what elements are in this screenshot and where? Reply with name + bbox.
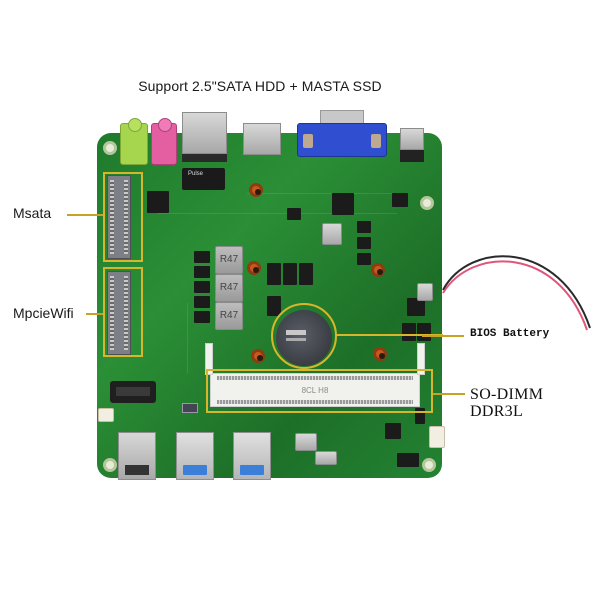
vga-screw — [303, 134, 313, 148]
mosfet — [194, 296, 210, 308]
power-header — [429, 426, 445, 448]
mosfet — [194, 266, 210, 278]
battery-leader — [422, 335, 464, 337]
mpcie-leader — [86, 313, 103, 315]
inductor-small — [417, 283, 433, 301]
mosfet — [267, 296, 281, 316]
fan-header — [98, 408, 114, 422]
ic-chip — [407, 298, 425, 316]
inductor-small — [322, 223, 342, 245]
standoff — [247, 261, 261, 275]
mosfet — [194, 251, 210, 263]
bottom-inductor — [295, 433, 317, 451]
msata-label: Msata — [13, 205, 52, 221]
inductor: R47 — [215, 302, 243, 330]
usb3-port — [176, 432, 214, 480]
pcb-trace — [187, 303, 188, 373]
dimm-pins-bottom — [217, 400, 413, 404]
vga-port — [297, 123, 387, 157]
mosfet — [299, 263, 313, 285]
sata-connector — [110, 381, 156, 403]
mosfet — [402, 323, 416, 341]
battery-highlight — [271, 303, 337, 369]
dimm-pins-top — [217, 376, 413, 380]
bottom-inductor — [315, 451, 337, 465]
hdmi-or-dp-port — [243, 123, 281, 155]
mpcie-pins — [124, 276, 128, 350]
mpcie-wifi-slot — [107, 271, 131, 355]
standoff — [371, 263, 385, 277]
inductor: R47 — [215, 246, 243, 274]
dimm-latch-right — [417, 343, 425, 375]
dimm-slot-label: 8CL H8 — [301, 386, 329, 395]
usb3-port — [233, 432, 271, 480]
mosfet — [357, 221, 371, 233]
rj45-lan-port — [182, 112, 227, 154]
standoff — [373, 347, 387, 361]
ic-chip — [332, 193, 354, 215]
mount-hole — [103, 141, 117, 155]
usb-tongue — [240, 465, 264, 475]
mosfet — [194, 311, 210, 323]
audio-codec-chip — [147, 191, 169, 213]
battery-bracket — [335, 334, 443, 374]
mosfet — [267, 263, 281, 285]
mosfet — [357, 237, 371, 249]
msata-pins — [110, 180, 114, 254]
dimm-leader — [433, 393, 465, 395]
dimm-highlight — [206, 369, 433, 413]
pcb-trace — [247, 193, 407, 194]
so-dimm-slot: 8CL H8 — [210, 373, 420, 407]
page-title: Support 2.5"SATA HDD + MASTA SSD — [138, 78, 382, 94]
dc-jack — [400, 128, 424, 150]
mosfet — [283, 263, 297, 285]
sata-port — [116, 387, 150, 396]
inductor: R47 — [215, 274, 243, 302]
jack-hole — [158, 118, 172, 132]
mosfet — [194, 281, 210, 293]
ddr3l-label: DDR3L — [470, 403, 524, 420]
mount-hole — [420, 196, 434, 210]
standoff — [249, 183, 263, 197]
msata-slot — [107, 175, 131, 259]
msata-pins — [124, 180, 128, 254]
bios-battery-label: BIOS Battery — [470, 328, 550, 340]
ic-chip — [385, 423, 401, 439]
motherboard: Pulse R47 R47 R47 — [97, 133, 445, 478]
dimm-latch-left — [205, 343, 213, 375]
standoff — [251, 349, 265, 363]
ic-chip — [392, 193, 408, 207]
jumper — [182, 403, 198, 413]
mpcie-wifi-label: MpcieWifi — [13, 305, 74, 321]
mpcie-pins — [110, 276, 114, 350]
msata-highlight — [103, 172, 143, 262]
audio-line-out-jack — [120, 118, 148, 165]
usb-tongue — [183, 465, 207, 475]
audio-mic-jack — [151, 118, 177, 165]
pcb-trace — [157, 213, 397, 214]
mount-hole — [103, 458, 117, 472]
so-dimm-label: SO-DIMM — [470, 386, 544, 403]
lan-chip-label: Pulse — [188, 171, 204, 177]
lan-transformer-chip: Pulse — [182, 168, 225, 190]
mosfet — [357, 253, 371, 265]
mount-hole — [422, 458, 436, 472]
mpcie-highlight — [103, 267, 143, 357]
dc-power-switch — [397, 453, 419, 467]
battery-wire — [442, 255, 591, 331]
mosfet — [415, 408, 425, 424]
rj45-base — [182, 154, 227, 162]
msata-leader — [67, 214, 103, 216]
usb-tongue — [125, 465, 149, 475]
ic-chip — [287, 208, 301, 220]
vga-screw — [371, 134, 381, 148]
jack-hole — [128, 118, 142, 132]
dc-jack-base — [400, 150, 424, 162]
usb2-port — [118, 432, 156, 480]
